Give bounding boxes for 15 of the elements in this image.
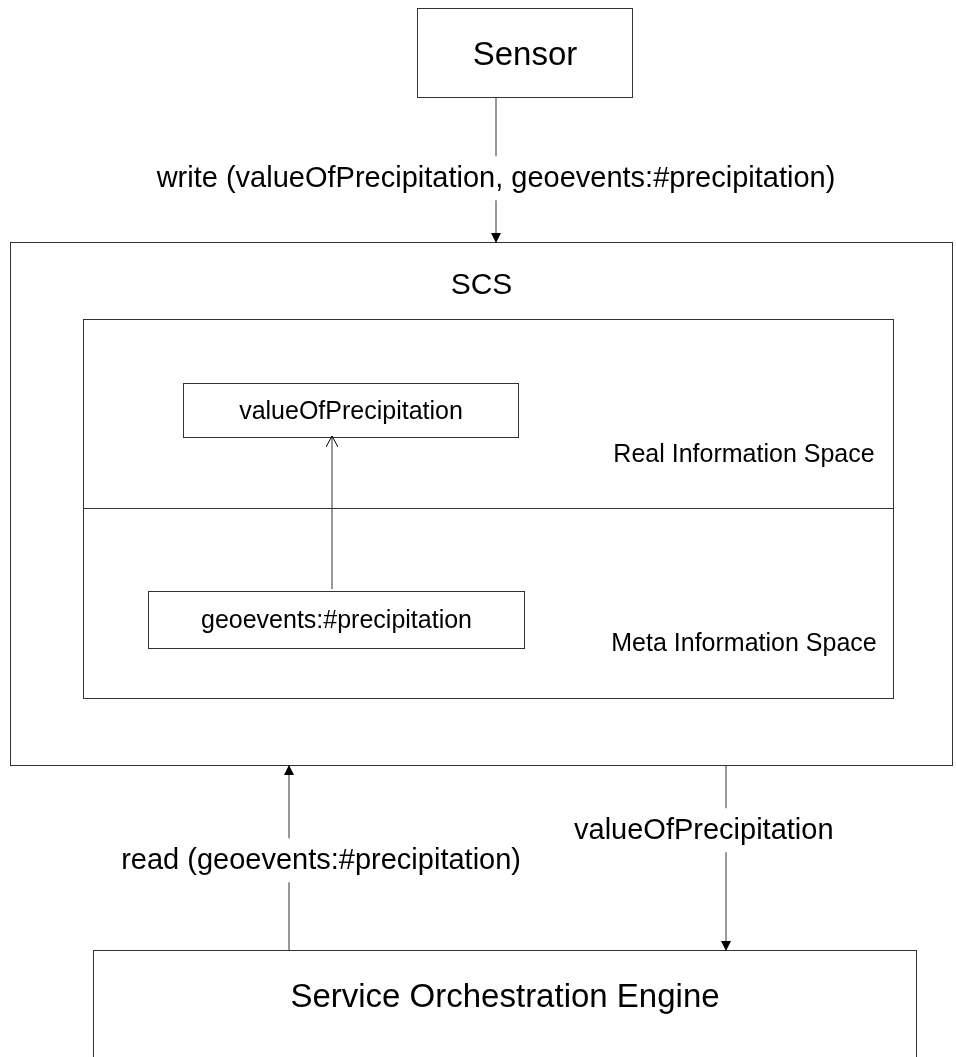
arrow — [325, 435, 339, 590]
meta-information-space-band — [83, 508, 894, 699]
scs-container — [10, 242, 953, 766]
node-label: Real Information Space — [613, 439, 875, 467]
node-label: SCS — [450, 267, 513, 300]
geoevents-box — [148, 591, 525, 649]
value-box — [183, 383, 519, 438]
node-label: valueOfPrecipitation — [239, 394, 463, 426]
service-orchestration-engine-box — [93, 950, 917, 1057]
node-label: Sensor — [472, 34, 578, 75]
node-label: Meta Information Space — [611, 628, 877, 656]
node-label: geoevents:#precipitation — [201, 604, 472, 636]
node-label: Service Orchestration Engine — [290, 976, 720, 1017]
sensor-box — [417, 8, 633, 98]
real-information-space-band — [83, 319, 894, 509]
